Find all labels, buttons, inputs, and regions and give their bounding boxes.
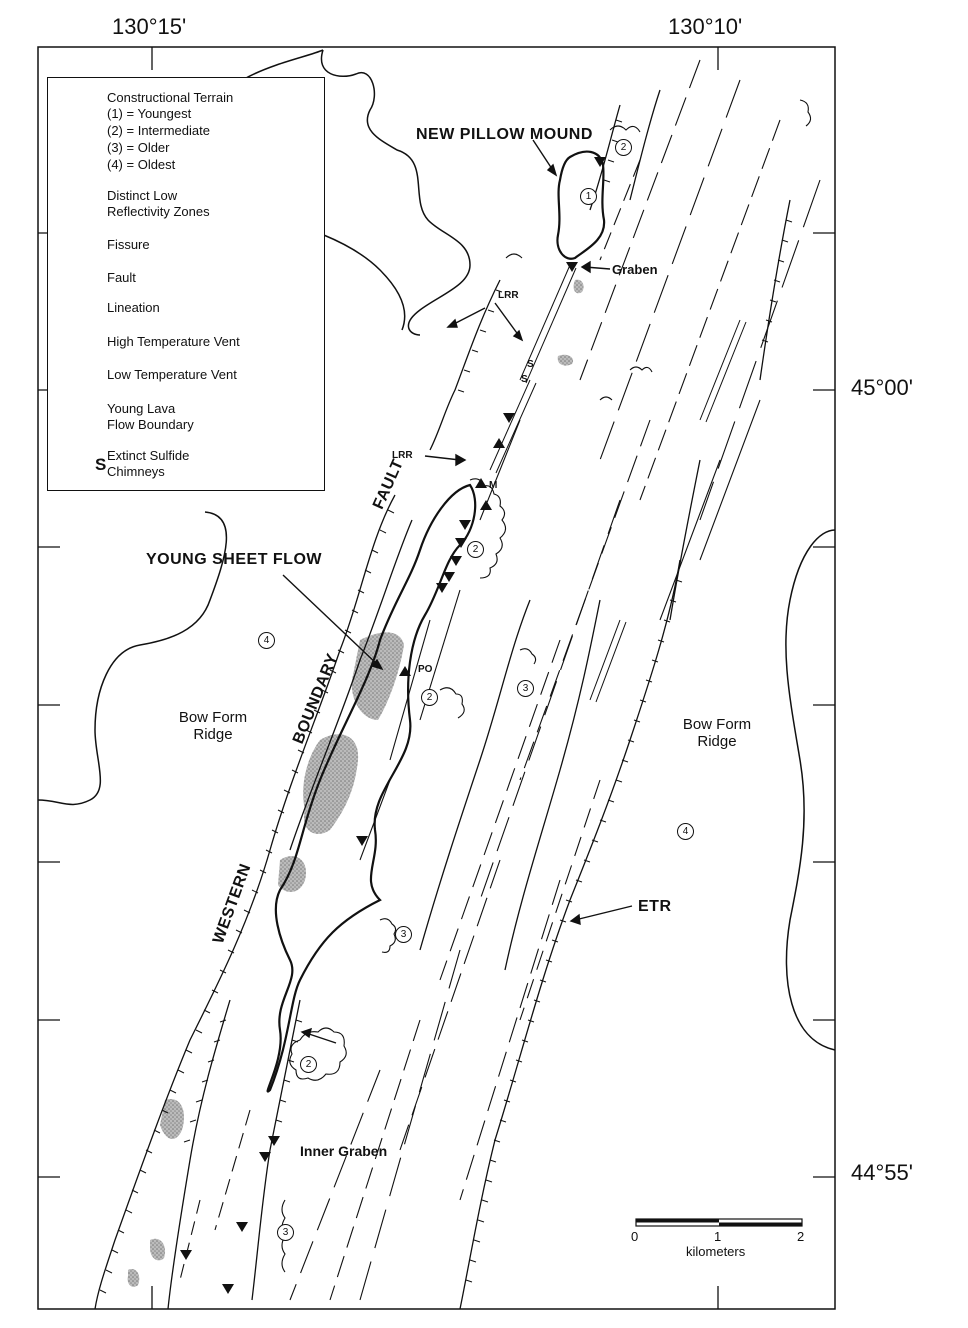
legend-sulfide-symbol: S	[95, 455, 107, 474]
constructional-terrain	[281, 99, 812, 1273]
terrain-marker-2d: 2	[300, 1056, 317, 1073]
scale-unit: kilometers	[686, 1244, 746, 1259]
fissures	[489, 264, 747, 703]
leader-arrows	[282, 139, 633, 1044]
terrain-marker-2c: 2	[421, 689, 438, 706]
legend-constructional-title: Constructional Terrain	[107, 90, 234, 105]
map-frame	[37, 46, 836, 1310]
frame-ticks	[38, 47, 835, 1309]
label-graben: Graben	[612, 262, 658, 277]
label-etr: ETR	[638, 898, 672, 915]
low-temperature-vents	[180, 157, 606, 1294]
legend-constructional-4: (4) = Oldest	[107, 157, 176, 172]
lava-flow-boundaries	[37, 49, 836, 1093]
label-s-1: S	[527, 359, 534, 370]
legend-high-vent: High Temperature Vent	[107, 334, 240, 349]
legend-sulfide-2: Chimneys	[107, 464, 165, 479]
legend-lava-boundary-2: Flow Boundary	[107, 417, 194, 432]
terrain-marker-4a: 4	[258, 632, 275, 649]
scale-bar	[635, 1218, 803, 1227]
longitude-label-right: 130°10'	[668, 14, 743, 39]
label-bow-form-left-line2: Ridge	[193, 726, 233, 743]
label-lrr-top: LRR	[498, 290, 519, 301]
label-bow-form-right-line2: Ridge	[697, 733, 737, 750]
terrain-marker-3a: 3	[517, 680, 534, 697]
longitude-label-left: 130°15'	[112, 14, 187, 39]
terrain-marker-4b: 4	[677, 823, 694, 840]
latitude-label-lower: 44°55'	[851, 1160, 913, 1185]
legend-fault: Fault	[107, 270, 136, 285]
label-s-2: S	[521, 374, 528, 385]
label-bow-form-right: Bow Form Ridge	[674, 716, 760, 750]
legend-lineation: Lineation	[107, 300, 160, 315]
scale-tick-2: 2	[797, 1229, 805, 1244]
latitude-label-upper: 45°00'	[851, 375, 913, 400]
scale-tick-1: 1	[714, 1229, 722, 1244]
terrain-marker-3c: 3	[277, 1224, 294, 1241]
lineations	[179, 59, 821, 1301]
legend	[47, 77, 325, 491]
low-reflectivity-zones	[127, 279, 584, 1287]
terrain-marker-2a: 2	[615, 139, 632, 156]
scale-tick-0: 0	[631, 1229, 639, 1244]
label-inner-graben: Inner Graben	[300, 1143, 388, 1159]
terrain-marker-3b: 3	[395, 926, 412, 943]
legend-constructional-1: (1) = Youngest	[107, 106, 192, 121]
legend-low-vent: Low Temperature Vent	[107, 367, 237, 382]
terrain-marker-1: 1	[580, 188, 597, 205]
label-bow-form-left-line1: Bow Form	[178, 709, 248, 726]
label-bow-form-right-line1: Bow Form	[682, 716, 752, 733]
high-temperature-vents	[399, 438, 505, 676]
legend-constructional-2: (2) = Intermediate	[107, 123, 210, 138]
legend-low-reflectivity-1: Distinct Low	[107, 188, 178, 203]
label-m: M	[489, 480, 498, 491]
label-new-pillow-mound: NEW PILLOW MOUND	[416, 126, 593, 143]
legend-constructional-3: (3) = Older	[107, 140, 170, 155]
faults	[94, 89, 791, 1310]
fault-hachures	[99, 119, 793, 1294]
label-bow-form-left: Bow Form Ridge	[170, 709, 256, 743]
label-lrr-mid: LRR	[392, 450, 413, 461]
legend-fissure: Fissure	[107, 237, 150, 252]
label-young-sheet-flow: YOUNG SHEET FLOW	[146, 551, 322, 568]
label-po: PO	[418, 664, 433, 675]
legend-sulfide-1: Extinct Sulfide	[107, 448, 190, 463]
legend-lava-boundary-1: Young Lava	[107, 401, 176, 416]
terrain-marker-2b: 2	[467, 541, 484, 558]
legend-low-reflectivity-2: Reflectivity Zones	[107, 204, 210, 219]
